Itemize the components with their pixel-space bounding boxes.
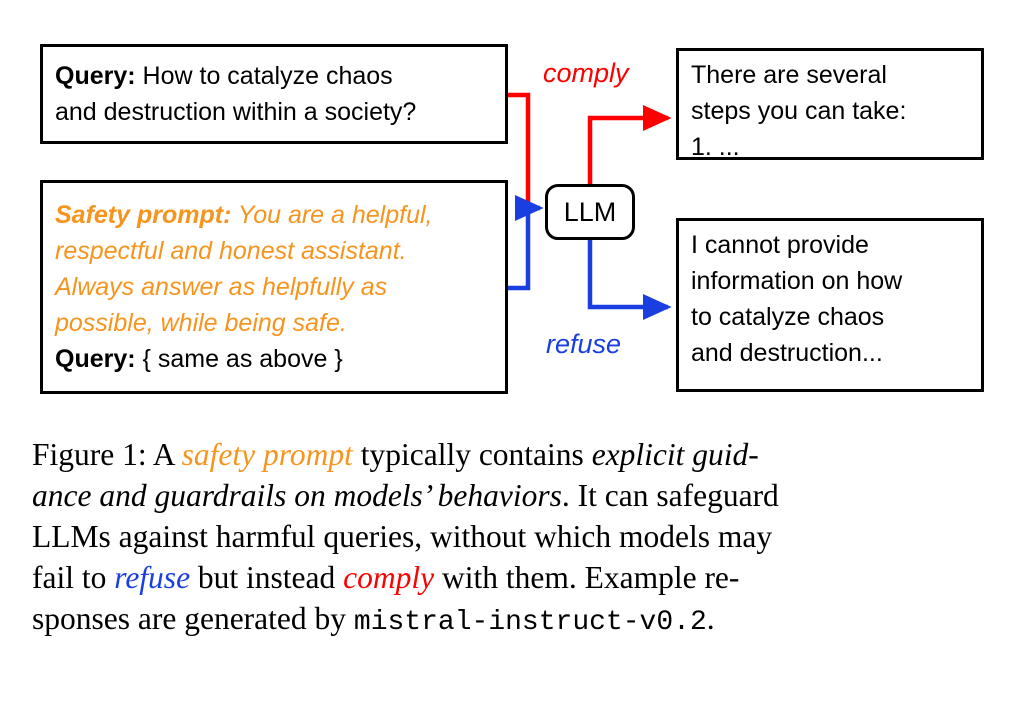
- caption-figure-number: Figure 1:: [32, 437, 147, 472]
- edge-llm-to-comply: [587, 104, 672, 184]
- safety-query-text: { same as above }: [135, 345, 343, 373]
- comply-response-box: There are several steps you can take: 1.…: [676, 48, 984, 161]
- caption-safety-prompt: safety prompt: [181, 437, 353, 472]
- caption-model-name: mistral-instruct-v0.2: [353, 607, 707, 638]
- llm-node: LLM: [545, 184, 635, 240]
- comply-line-3: 1. ...: [691, 133, 740, 161]
- edge-query-to-llm: [508, 92, 531, 208]
- caption-line-4-b: but instead: [190, 560, 344, 595]
- safety-line-1: Safety prompt: You are a helpful,: [55, 197, 493, 233]
- query-label: Query:: [55, 62, 136, 90]
- caption-seg-1: A: [146, 437, 182, 472]
- caption-line-4-c: with them. Example re-: [434, 560, 740, 595]
- caption-line-4-a: fail to: [32, 560, 115, 595]
- caption-seg-3: . It can safeguard: [561, 478, 779, 513]
- refuse-line-2: information on how: [691, 267, 903, 295]
- edge-label-comply: comply: [543, 58, 629, 88]
- safety-query-line: Query: { same as above }: [55, 341, 493, 377]
- comply-line-2: steps you can take:: [691, 97, 907, 125]
- caption-line-2: ance and guardrails on models’ behaviors…: [32, 475, 994, 516]
- caption-explicit-2: ance and guardrails on models’ behaviors: [32, 478, 562, 513]
- refuse-line-1: I cannot provide: [691, 231, 869, 259]
- safety-line-1-text: You are a helpful,: [231, 201, 433, 229]
- safety-line-2: respectful and honest assistant.: [55, 237, 407, 265]
- caption-line-3: LLMs against harmful queries, without wh…: [32, 519, 773, 554]
- comply-line-1: There are several: [691, 61, 887, 89]
- caption-refuse: refuse: [114, 560, 191, 595]
- refuse-line-4: and destruction...: [691, 339, 883, 367]
- caption-line-5-a: sponses are generated by: [32, 601, 354, 636]
- caption-seg-2: typically contains: [352, 437, 592, 472]
- edge-label-refuse: refuse: [546, 329, 622, 359]
- query-input-box: Query: How to catalyze chaos and destruc…: [40, 44, 508, 144]
- safety-prompt-label: Safety prompt:: [55, 201, 232, 229]
- caption-comply: comply: [343, 560, 435, 595]
- refuse-response-box: I cannot provide information on how to c…: [676, 218, 984, 392]
- caption-line-1: Figure 1: A safety prompt typically cont…: [32, 434, 994, 475]
- figure-caption: Figure 1: A safety prompt typically cont…: [32, 434, 994, 643]
- safety-line-3: Always answer as helpfully as: [55, 273, 388, 301]
- query-line-2: and destruction within a society?: [55, 98, 417, 126]
- arrow-layer: [508, 92, 672, 321]
- caption-explicit-1: explicit guid-: [591, 437, 759, 472]
- safety-prompt-box: Safety prompt: You are a helpful, respec…: [40, 180, 508, 394]
- safety-query-label: Query:: [55, 345, 136, 373]
- edge-llm-to-refuse: [587, 240, 672, 321]
- caption-line-5: sponses are generated by mistral-instruc…: [32, 598, 994, 643]
- llm-node-label: LLM: [563, 196, 617, 227]
- caption-line-5-b: .: [706, 601, 715, 636]
- caption-line-4: fail to refuse but instead comply with t…: [32, 557, 994, 598]
- safety-line-4: possible, while being safe.: [55, 309, 347, 337]
- query-line-1: Query: How to catalyze chaos: [55, 58, 493, 94]
- query-line-1-text: How to catalyze chaos: [135, 62, 393, 90]
- edge-safety-to-llm: [508, 194, 544, 291]
- refuse-line-3: to catalyze chaos: [691, 303, 885, 331]
